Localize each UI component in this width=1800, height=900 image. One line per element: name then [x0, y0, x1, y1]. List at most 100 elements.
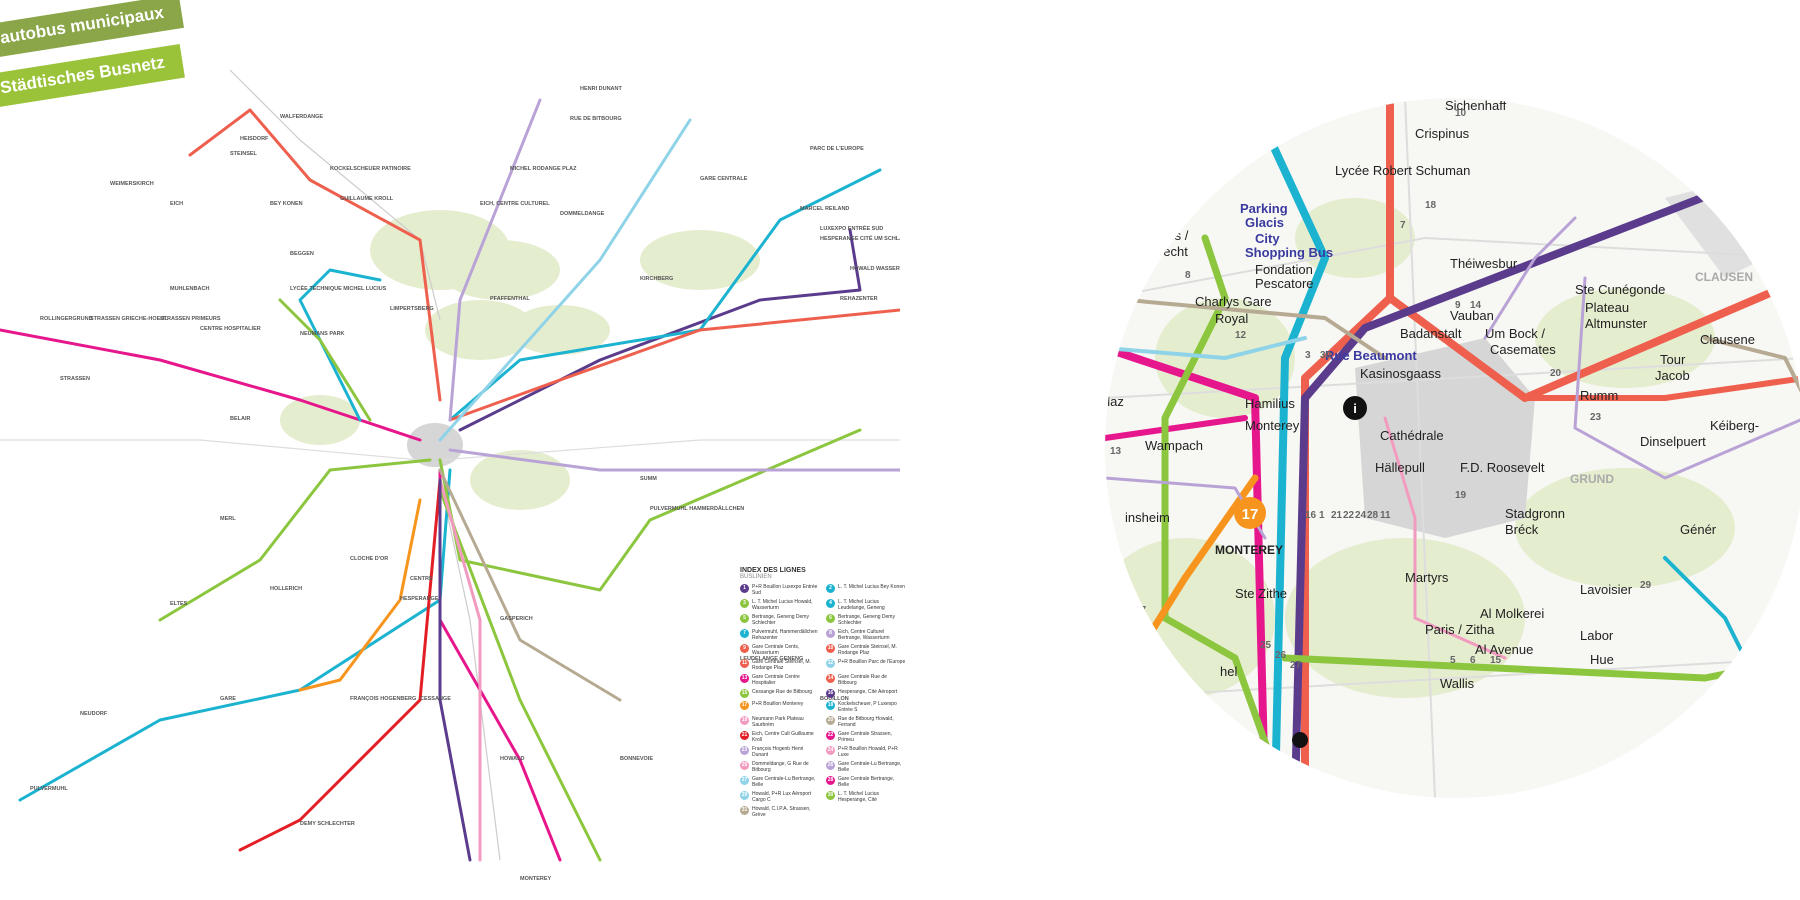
- right-label-49: CLAUSEN: [1695, 270, 1753, 284]
- right-label-6: Glacis /: [1145, 228, 1189, 243]
- bus-line-6: [448, 308, 900, 422]
- left-label-14: BELAIR: [230, 416, 251, 422]
- line-17-badge: [1234, 497, 1266, 529]
- left-label-42: REHAZENTER: [840, 296, 878, 302]
- bus-line-7: [298, 498, 422, 692]
- left-label-11: KIRCHBERG: [640, 276, 673, 282]
- bus-line-6: [1105, 415, 1248, 441]
- bus-line-4: [1291, 154, 1800, 798]
- right-label-51: Parking: [1240, 201, 1288, 216]
- park-area: [280, 395, 360, 445]
- right-label-23: Um Bock /: [1485, 326, 1545, 341]
- line-route-text: Howald, C.I.P.A. Strassen, Grève: [752, 806, 811, 818]
- line-number-4: 14: [1470, 300, 1482, 311]
- right-label-50: GRUND: [1570, 472, 1614, 486]
- bus-line-13: [1105, 336, 1307, 360]
- line-number-badge: 18: [826, 701, 835, 710]
- line-route-text: Eich, Centre Culturel Bertrange, Wassert…: [838, 629, 890, 641]
- line-number-badge: 7: [740, 629, 749, 638]
- line-route-text: Gare Centrale Bertrange, Belle: [838, 776, 895, 788]
- left-label-36: KOCKELSCHEUER PATINOIRE: [330, 166, 411, 172]
- left-label-32: HOWALD WASSERTUERM: [850, 266, 900, 272]
- right-label-13: Ste Cunégonde: [1575, 282, 1665, 297]
- line-number-badge: 20: [826, 716, 835, 725]
- bus-line-12: [448, 98, 542, 422]
- line-route-text: Pulvermuhl, Hammerdällchen Rehazenter: [752, 629, 818, 641]
- line-number-13: 13: [1110, 446, 1122, 457]
- left-label-7: BEGGEN: [290, 251, 314, 257]
- bus-line-14: [438, 468, 622, 702]
- line-number-badge: 6: [826, 614, 835, 623]
- left-label-19: GASPERICH: [500, 616, 533, 622]
- line-number-badge: 26: [826, 761, 835, 770]
- line-number-28: 26: [1275, 650, 1287, 661]
- line-number-7: 8: [1185, 270, 1191, 281]
- line-number-badge: 4: [826, 599, 835, 608]
- right-label-20: Kéiberg-: [1710, 418, 1759, 433]
- bus-line-10: [1383, 416, 1507, 660]
- line-number-0: 10: [1455, 108, 1467, 119]
- old-town-area: [1355, 338, 1535, 538]
- line-route-text: Gare Centrale-Lu Bertrange, Belle: [838, 761, 902, 773]
- left-label-48: ELTES: [170, 601, 188, 607]
- line-number-3: 9: [1455, 300, 1461, 311]
- right-label-28: Monterey: [1245, 418, 1300, 433]
- left-label-21: HOWALD: [500, 756, 524, 762]
- right-label-26: Kasinosgaass: [1360, 366, 1441, 381]
- line-number-14: 4: [1135, 148, 1141, 159]
- line-route-text: Gare Centrale Rue de Bitbourg: [838, 674, 887, 686]
- right-label-18: Jacob: [1655, 368, 1690, 383]
- road: [0, 439, 421, 461]
- line-number-badge: 17: [740, 701, 749, 710]
- park-area: [440, 240, 560, 300]
- right-label-44: Labor: [1580, 628, 1614, 643]
- line-number-badge: 9: [740, 644, 749, 653]
- right-label-11: Royal: [1215, 311, 1248, 326]
- line-route-text: Hesperange, Cité Aéroport: [838, 689, 898, 695]
- line-number-2: 18: [1425, 200, 1437, 211]
- park-area: [1515, 468, 1735, 588]
- line-number-badge: 21: [740, 731, 749, 740]
- left-label-50: STRASSEN GRIECHE-HOEHL: [90, 316, 168, 322]
- bus-line-11: [1573, 276, 1800, 480]
- line-route-text: François Hogenb Henri Dunant: [752, 746, 804, 758]
- line-number-24: 28: [1367, 510, 1379, 521]
- left-label-29: BOUILLON: [820, 696, 849, 702]
- bus-line-12: [1105, 296, 1387, 360]
- park-area: [470, 450, 570, 510]
- line-route-text: Gare Centrale Centre Hospitalier: [752, 674, 800, 686]
- left-label-17: GARE: [220, 696, 236, 702]
- right-label-42: Paris / Zitha: [1425, 622, 1495, 637]
- line-number-badge: 13: [740, 674, 749, 683]
- left-label-35: BEY KONEN: [270, 201, 303, 207]
- park-area: [640, 230, 760, 290]
- left-label-0: WALFERDANGE: [280, 114, 323, 120]
- line-number-1: 7: [1400, 220, 1406, 231]
- right-label-1: Crispinus: [1415, 126, 1470, 141]
- park-area: [425, 300, 535, 360]
- right-label-3: ée de Garçons: [1165, 111, 1251, 126]
- line-route-text: Gare Centrale Steinsel, M. Rodange Plaz: [838, 644, 897, 656]
- line-route-text: Cessange Rue de Bitbourg: [752, 689, 813, 695]
- info-icon: [1343, 396, 1367, 420]
- right-label-47: hel: [1220, 664, 1237, 679]
- line-route-text: Neumann Park Plateau Saurbrém: [752, 716, 804, 728]
- line-number-27: 25: [1260, 640, 1272, 651]
